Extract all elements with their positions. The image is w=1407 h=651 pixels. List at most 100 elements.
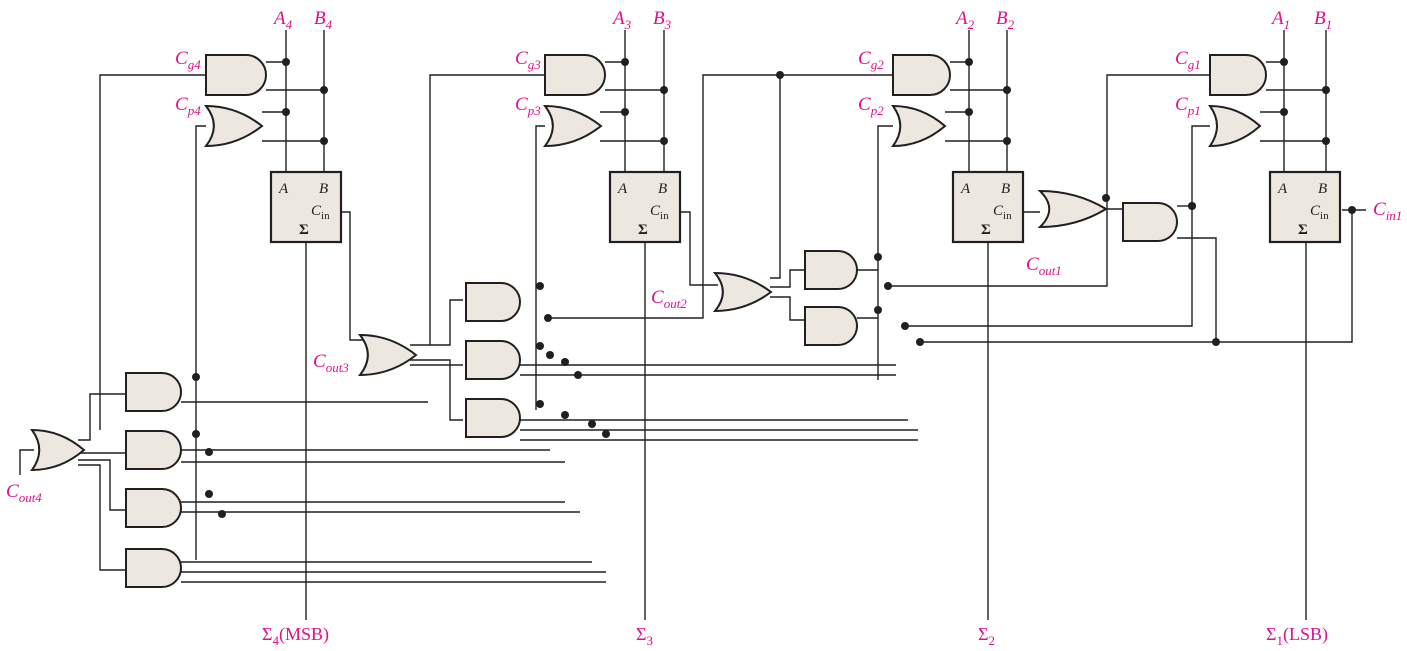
junction-dot [282, 108, 290, 116]
and-gate-cg2 [892, 54, 951, 96]
junction-dot [218, 510, 226, 518]
or-gate-cout4 [30, 428, 86, 472]
or-gate-cout1 [1037, 189, 1108, 229]
adder-box [951, 170, 1025, 244]
and-gate-cout1 [1122, 202, 1178, 242]
adder-input-a: A [278, 181, 289, 197]
gates [30, 54, 1267, 588]
junction-dot [1322, 86, 1330, 94]
wire [770, 296, 805, 321]
or-gate-cp2 [891, 104, 947, 148]
wire [905, 125, 1210, 327]
junction-dot [874, 306, 882, 314]
label-cout2: Cout2 [651, 287, 687, 311]
or-gate-cout3 [357, 333, 418, 377]
adder-input-a: A [960, 181, 971, 197]
junction-dot [965, 58, 973, 66]
label-b2: B2 [996, 8, 1015, 32]
junction-dot [1003, 86, 1011, 94]
and-gate-cout4-b [125, 430, 182, 470]
label-sum2: Σ2 [978, 624, 995, 648]
junction-dot [1280, 108, 1288, 116]
junction-dot [282, 58, 290, 66]
junction-dot [544, 314, 552, 322]
adder-sum: Σ [638, 222, 648, 238]
and-gate-cg4 [205, 54, 267, 96]
wire [920, 210, 1353, 343]
junction-dot [602, 430, 610, 438]
label-a2: A2 [954, 8, 975, 32]
junction-dot [561, 358, 569, 366]
wire [770, 269, 805, 288]
and-gate-cg3 [544, 54, 606, 96]
or-gate-cp3 [542, 104, 603, 148]
junction-dot [1188, 202, 1196, 210]
label-cg2: Cg2 [858, 48, 884, 72]
junction-dot [192, 373, 200, 381]
and-gate-cout2-a [804, 250, 858, 290]
or-gate-cp4 [203, 104, 264, 148]
adder-carry-in: Cin [1310, 203, 1329, 222]
junction-dot [1212, 338, 1220, 346]
label-b1: B1 [1314, 8, 1332, 32]
and-gate-cout4-a [125, 372, 182, 412]
label-cin1: Cin1 [1373, 199, 1402, 223]
adder-input-b: B [1318, 181, 1327, 197]
wire [548, 74, 893, 319]
wire [195, 125, 206, 560]
label-cg1: Cg1 [1175, 48, 1201, 72]
junction-dot [192, 430, 200, 438]
adder-box [269, 170, 343, 244]
adder-box [608, 170, 682, 244]
label-sum1: Σ1(LSB) [1266, 624, 1328, 648]
label-a3: A3 [611, 8, 632, 32]
junction-dot [776, 71, 784, 79]
adder-carry-in: Cin [650, 203, 669, 222]
junction-dot [621, 108, 629, 116]
and-gate-cout3-b [465, 340, 521, 380]
adder-sum: Σ [1298, 222, 1308, 238]
adder-sum: Σ [981, 222, 991, 238]
label-cg3: Cg3 [515, 48, 541, 72]
adder-input-a: A [1277, 181, 1288, 197]
wire [19, 449, 34, 475]
wire [877, 125, 893, 380]
label-cp4: Cp4 [175, 94, 201, 118]
junction-dot [1003, 137, 1011, 145]
adder-carry-in: Cin [311, 203, 330, 222]
adder-carry-in: Cin [993, 203, 1012, 222]
label-sum4: Σ4(MSB) [262, 624, 329, 648]
adder-input-b: B [658, 181, 667, 197]
junction-dot [561, 411, 569, 419]
and-gate-cout2-b [804, 306, 858, 346]
or-gate-cp1 [1208, 104, 1262, 148]
wire [340, 211, 365, 341]
or-gate-cout2 [712, 271, 773, 313]
label-cout1: Cout1 [1026, 254, 1062, 278]
wire [1177, 237, 1217, 342]
junction-dot [916, 338, 924, 346]
label-cout4: Cout4 [6, 481, 42, 505]
junction-dot [965, 108, 973, 116]
label-a4: A4 [272, 8, 293, 32]
junction-dot [901, 322, 909, 330]
junction-dots [192, 58, 1356, 518]
wire [770, 75, 781, 279]
adder-input-b: B [1001, 181, 1010, 197]
labels: A4 B4 A3 B3 A2 B2 A1 B1 Cin1 Cg4 Cg3 Cg2… [6, 8, 1402, 648]
adder-box [1268, 170, 1342, 244]
wire [410, 359, 463, 421]
junction-dot [320, 137, 328, 145]
junction-dot [1280, 58, 1288, 66]
junction-dot [536, 342, 544, 350]
adder-input-a: A [617, 181, 628, 197]
junction-dot [1102, 194, 1110, 202]
and-gate-cout4-d [125, 548, 182, 588]
junction-dot [205, 490, 213, 498]
wire [410, 299, 463, 346]
